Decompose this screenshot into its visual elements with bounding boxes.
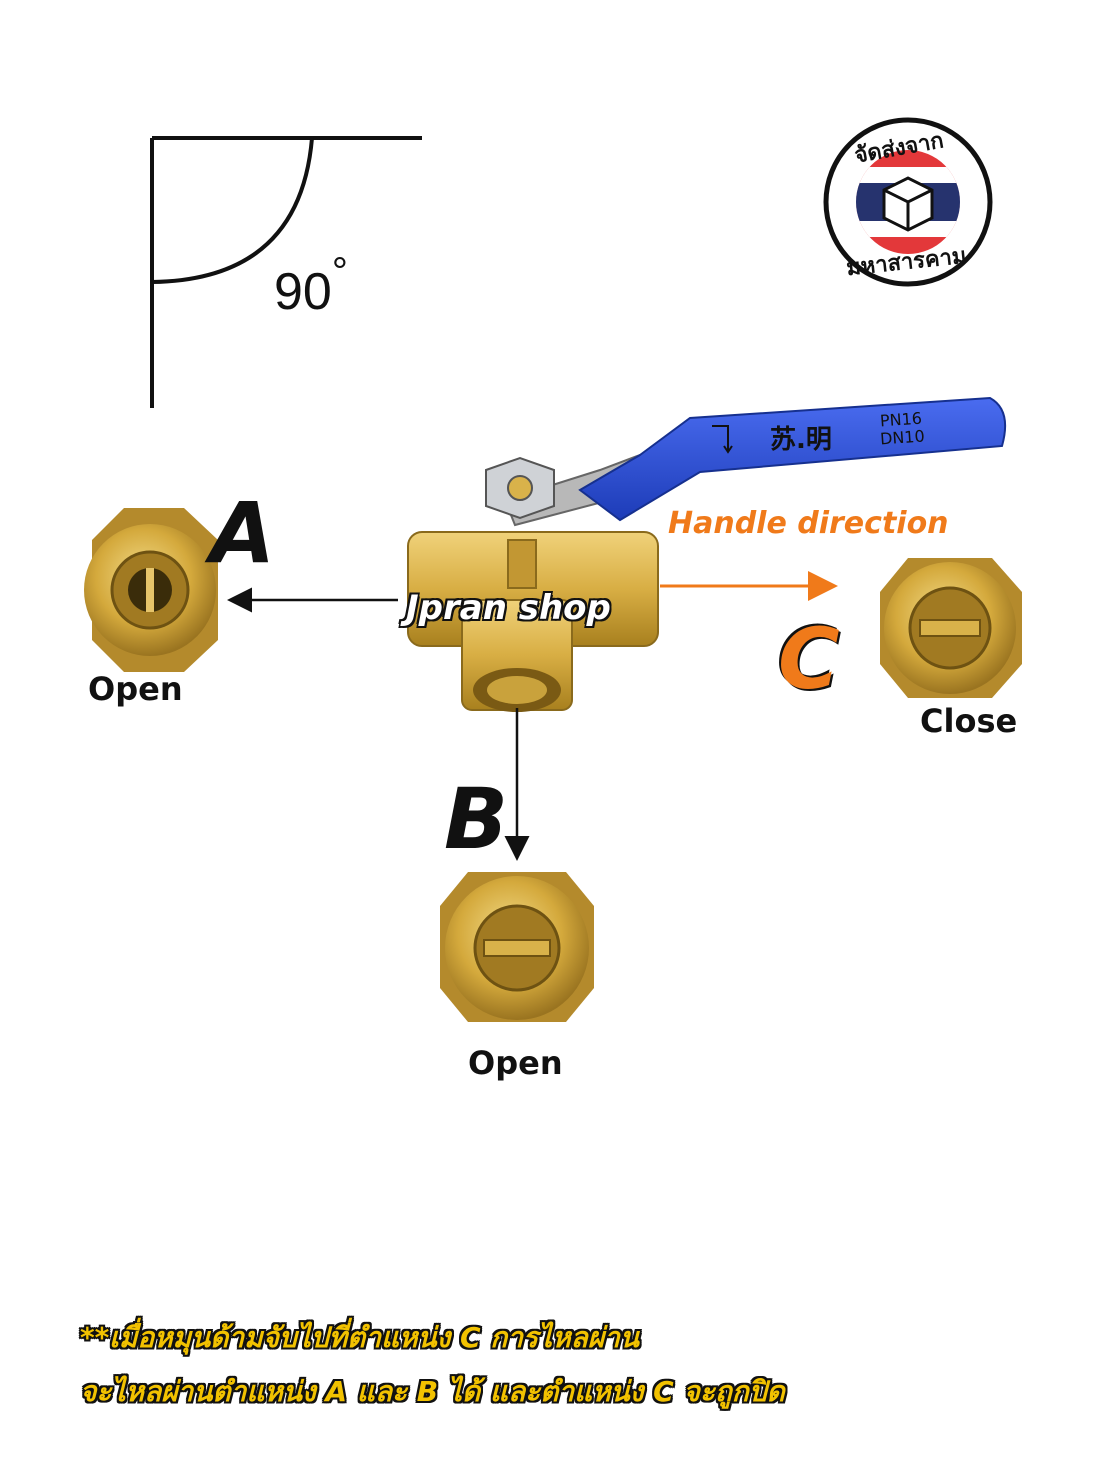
- port-a-status: Open: [88, 670, 183, 708]
- angle-value: 90: [274, 263, 332, 321]
- handle-chinese-marks: 苏.明: [770, 425, 832, 455]
- port-a-letter: A: [210, 484, 276, 582]
- angle-diagram: [150, 136, 422, 408]
- note-line-1: **เมื่อหมุนด้ามจับไปที่ตำแหน่ง C การไหลผ…: [80, 1321, 639, 1354]
- angle-arc: [151, 137, 314, 284]
- port-b-fitting: [440, 872, 594, 1022]
- port-c-status: Close: [920, 702, 1018, 740]
- port-c-fitting: [880, 558, 1022, 698]
- valve-body: [407, 456, 659, 712]
- handle-mark-dn10: DN10: [879, 426, 926, 449]
- note-line-2: จะไหลผ่านตำแหน่ง A และ B ได้ และตำแหน่ง …: [80, 1375, 785, 1408]
- watermark: Jpran shop: [406, 588, 611, 628]
- port-b-status: Open: [468, 1044, 563, 1082]
- port-c-letter: C: [778, 610, 840, 708]
- angle-label: 90°: [274, 250, 348, 322]
- degree-mark: °: [331, 250, 348, 294]
- shipping-badge: [823, 117, 993, 287]
- port-b-letter: B: [444, 770, 509, 868]
- port-a-fitting: [84, 508, 218, 672]
- handle-direction-label: Handle direction: [668, 506, 949, 541]
- box-icon: [882, 176, 934, 232]
